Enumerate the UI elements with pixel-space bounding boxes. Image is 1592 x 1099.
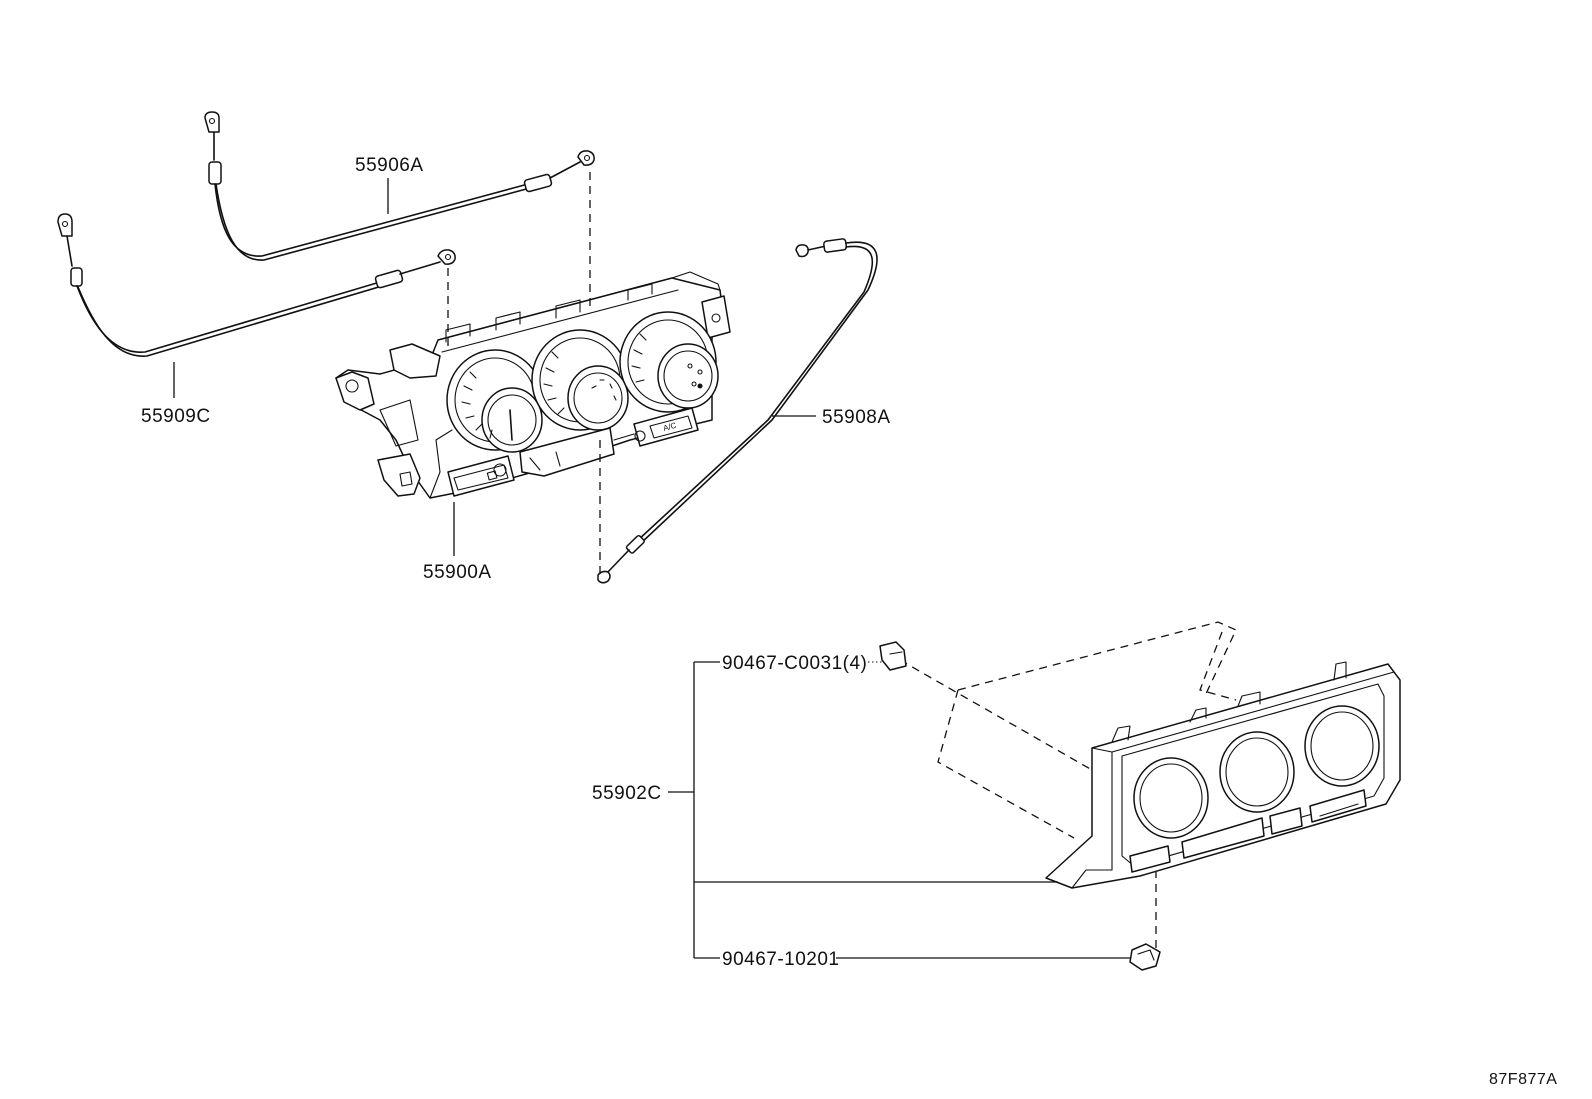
svg-text:A/C: A/C bbox=[662, 421, 677, 433]
drawing-number: 87F877A bbox=[1489, 1071, 1557, 1088]
fan-speed-knob[interactable] bbox=[531, 329, 629, 431]
cable-55908a[interactable] bbox=[597, 238, 878, 584]
callout-55902c: 55902C bbox=[592, 783, 662, 804]
recirculation-button[interactable] bbox=[447, 455, 515, 497]
callout-55909c: 55909C bbox=[141, 406, 211, 427]
heater-control-assembly[interactable]: A/C bbox=[335, 271, 731, 499]
cable-55909c[interactable] bbox=[57, 213, 456, 357]
temperature-knob[interactable] bbox=[446, 349, 544, 453]
callout-90467-c0031: 90467-C0031(4) bbox=[722, 653, 867, 674]
clip-90467-10201[interactable] bbox=[1129, 943, 1161, 971]
callout-55900a: 55900A bbox=[423, 562, 492, 583]
mode-knob[interactable] bbox=[619, 311, 719, 413]
callout-55906a: 55906A bbox=[355, 155, 424, 176]
clip-90467-c0031[interactable] bbox=[879, 641, 907, 671]
cable-55906a[interactable] bbox=[204, 111, 595, 261]
callout-55908a: 55908A bbox=[822, 407, 891, 428]
ac-button[interactable]: A/C bbox=[633, 407, 699, 447]
heater-control-bezel[interactable] bbox=[899, 621, 1401, 960]
callout-90467-10201: 90467-10201 bbox=[722, 949, 840, 970]
leader-55902c bbox=[668, 661, 1058, 959]
